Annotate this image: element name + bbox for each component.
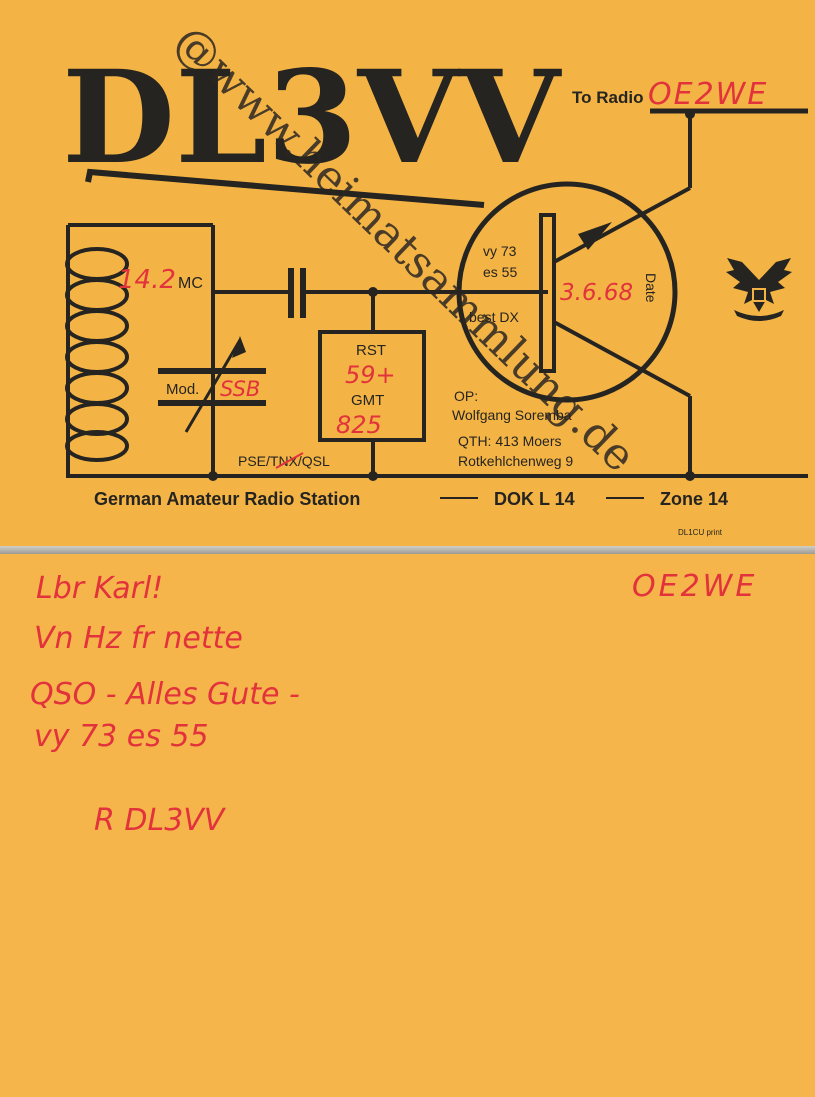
back-line-2: Vn Hz fr nette: [34, 621, 243, 656]
callsign: DL3VV: [62, 43, 563, 193]
back-handwriting: OE2WE Lbr Karl! Vn Hz fr nette QSO - All…: [30, 569, 757, 838]
back-line-3: QSO - Alles Gute -: [30, 677, 300, 712]
eagle-emblem-icon: [726, 258, 792, 321]
back-line-4: vy 73 es 55: [34, 719, 209, 754]
op-name: Wolfgang Soremba: [452, 407, 572, 423]
transistor-icon: [456, 109, 695, 481]
gmt-label: GMT: [351, 392, 384, 409]
rst-label: RST: [356, 342, 386, 359]
footer-zone: Zone 14: [660, 489, 728, 509]
pse-tnx-qsl: PSE/TNX/QSL: [238, 453, 330, 469]
back-recipient: OE2WE: [632, 569, 757, 604]
footer-dok: DOK L 14: [494, 489, 575, 509]
front-artwork: DL3VV To Radio OE2WE Mod. SSB: [62, 15, 808, 537]
back-line-5: R DL3VV: [94, 803, 227, 838]
best-dx-label: best DX: [469, 309, 519, 325]
variable-capacitor-icon: [158, 336, 266, 433]
to-radio-value: OE2WE: [648, 77, 768, 112]
qsl-card-back: OE2WE Lbr Karl! Vn Hz fr nette QSO - All…: [0, 554, 815, 1097]
mod-value: SSB: [220, 377, 260, 401]
coil-icon: [65, 247, 129, 462]
street-label: Rotkehlchenweg 9: [458, 453, 573, 469]
qth-label: QTH: 413 Moers: [458, 433, 561, 449]
gmt-value: 825: [336, 411, 382, 439]
card-separator: [0, 546, 815, 554]
mod-label: Mod.: [166, 381, 199, 398]
capacitor-icon: [288, 268, 294, 318]
printer-credit: DL1CU print: [678, 528, 723, 537]
antenna-wire: [85, 168, 485, 208]
date-label: Date: [643, 273, 659, 303]
footer-station: German Amateur Radio Station: [94, 489, 360, 509]
qsl-card-front: DL3VV To Radio OE2WE Mod. SSB: [0, 0, 815, 546]
frequency-value: 14.2: [118, 265, 176, 295]
date-value: 3.6.68: [560, 280, 633, 306]
rst-value: 59+: [345, 361, 396, 389]
op-label: OP:: [454, 388, 478, 404]
to-radio-label: To Radio: [572, 88, 643, 107]
vy73-label: vy 73: [483, 243, 517, 259]
pse-strike: [275, 452, 304, 469]
back-line-1: Lbr Karl!: [36, 571, 163, 606]
ground-bus: [66, 225, 808, 478]
es55-label: es 55: [483, 264, 517, 280]
frequency-unit: MC: [178, 275, 203, 292]
